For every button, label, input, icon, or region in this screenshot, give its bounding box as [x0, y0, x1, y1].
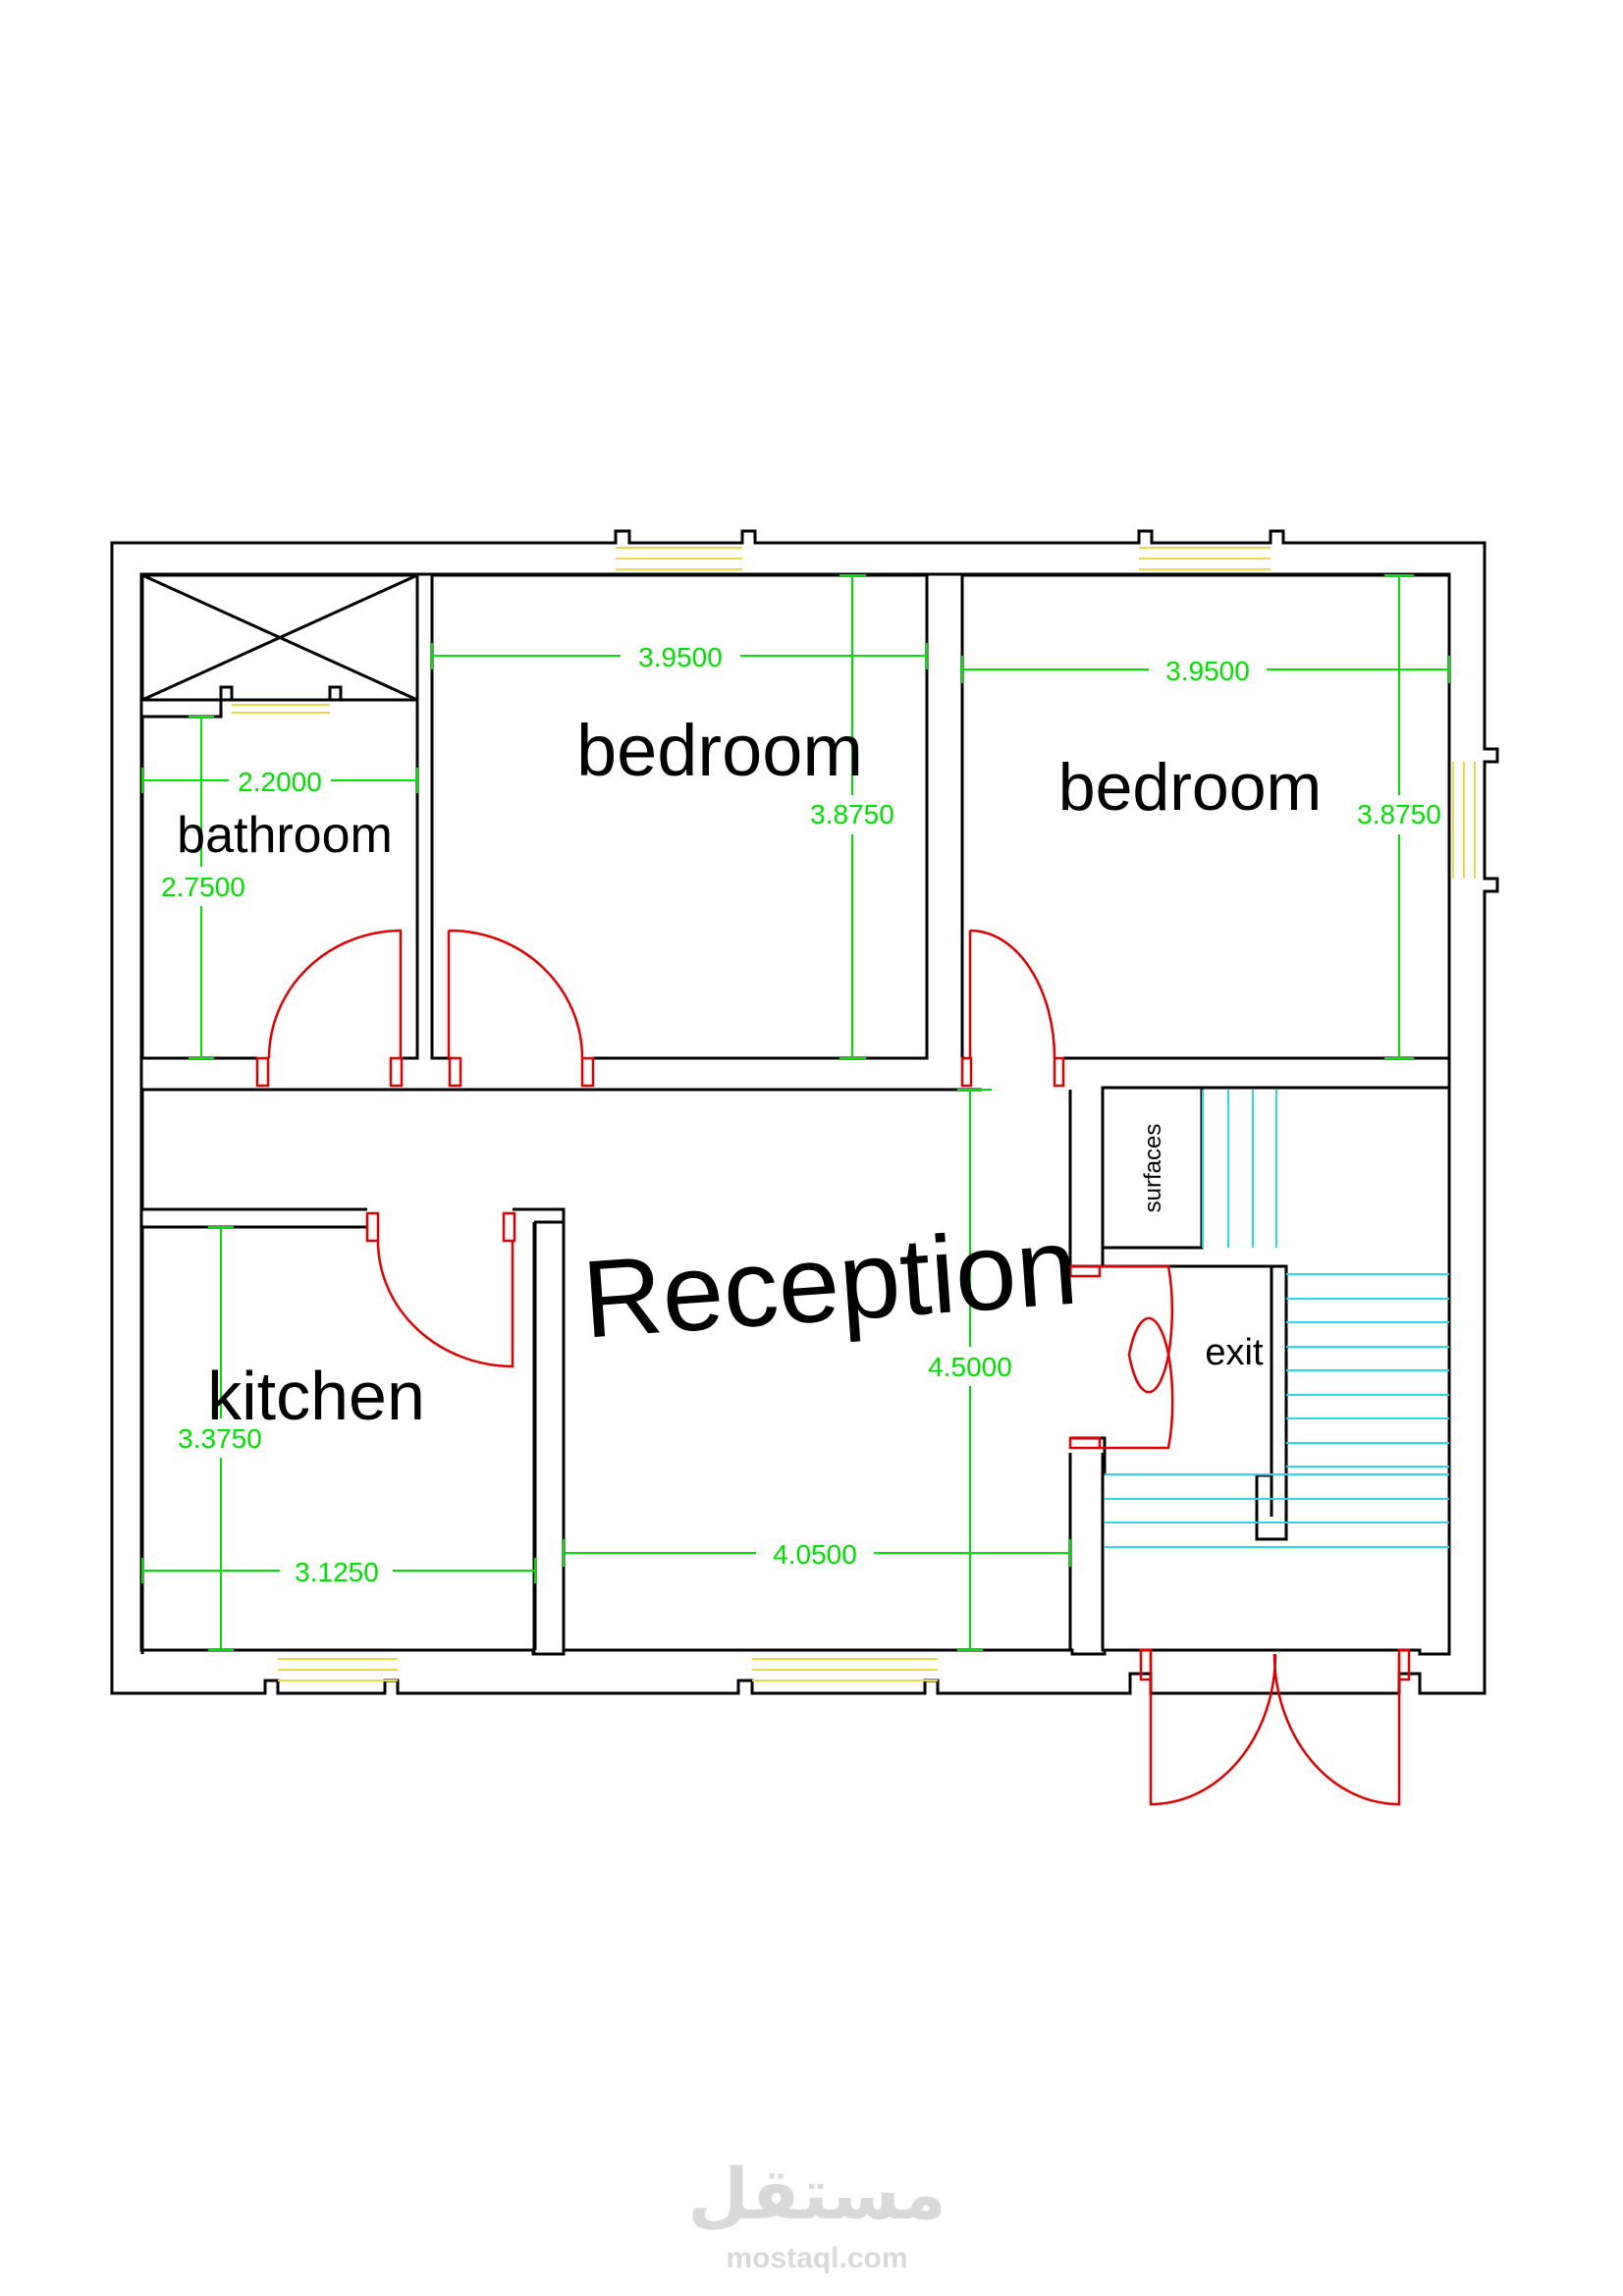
- dim-bedroom-1-depth: 3.8750: [810, 799, 894, 829]
- door-main-entrance: [1139, 1648, 1411, 1806]
- watermark-latin: mostaql.com: [726, 2242, 907, 2274]
- window-right: [1452, 762, 1476, 879]
- partition-bath-bed: [415, 575, 450, 1060]
- door-exit: [1068, 1264, 1174, 1450]
- window-bathroom: [232, 704, 330, 714]
- dim-reception-width: 4.0500: [773, 1539, 857, 1570]
- door-kitchen: [365, 1211, 516, 1368]
- window-top-1: [616, 547, 742, 570]
- exit-wall: [1068, 1264, 1288, 1652]
- door-bathroom: [255, 929, 404, 1088]
- windows: [232, 547, 1476, 1682]
- doors: [255, 929, 1411, 1806]
- dim-bedroom-1-width: 3.9500: [638, 642, 723, 672]
- dim-kitchen-width: 3.1250: [295, 1557, 379, 1587]
- label-kitchen: kitchen: [207, 1358, 425, 1434]
- door-bedroom-1: [447, 929, 595, 1088]
- watermark: مستقل mostaql.com: [687, 2153, 946, 2274]
- dimension-labels: 3.9500 3.8750 3.9500 3.8750 2.2000 2.750…: [161, 642, 1441, 1587]
- door-bedroom-2: [960, 929, 1065, 1088]
- label-reception: Reception: [578, 1204, 1081, 1362]
- label-exit: exit: [1205, 1332, 1264, 1373]
- dim-kitchen-depth: 3.3750: [178, 1423, 262, 1454]
- dim-bathroom-width: 2.2000: [238, 767, 322, 797]
- shaft-cross-2: [141, 573, 418, 702]
- dim-reception-depth: 4.5000: [928, 1352, 1012, 1382]
- label-bedroom-2: bedroom: [1058, 750, 1322, 825]
- watermark-arabic: مستقل: [687, 2153, 946, 2235]
- outer-wall: [110, 529, 1499, 1695]
- stairs: [1105, 1090, 1449, 1548]
- window-kitchen: [278, 1658, 398, 1682]
- label-surfaces: surfaces: [1140, 1124, 1166, 1213]
- label-bathroom: bathroom: [177, 807, 393, 864]
- label-bedroom-1: bedroom: [576, 710, 863, 791]
- dim-bedroom-2-width: 3.9500: [1165, 656, 1250, 686]
- dim-bathroom-depth: 2.7500: [161, 872, 245, 902]
- room-labels: bedroom bedroom bathroom kitchen Recepti…: [177, 710, 1322, 1434]
- window-top-2: [1139, 547, 1271, 570]
- dim-bedroom-2-depth: 3.8750: [1357, 799, 1441, 829]
- window-reception: [752, 1658, 938, 1682]
- dimension-lines: [141, 574, 1450, 1651]
